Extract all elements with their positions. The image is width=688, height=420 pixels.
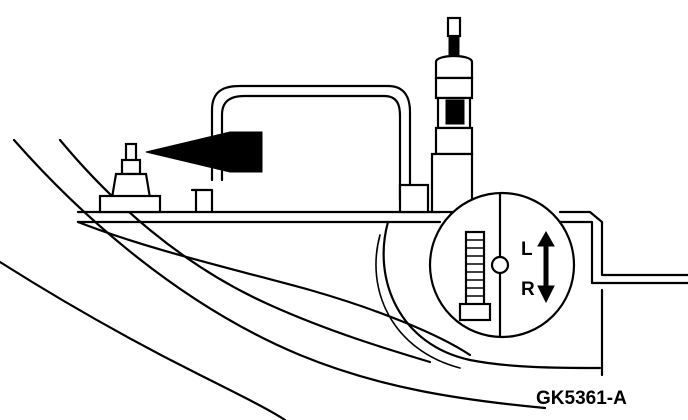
gauge-screw-threads (465, 239, 485, 297)
handle-loop-outer (210, 84, 412, 202)
direction-right-label: R (521, 279, 535, 300)
figure-code: GK5361-A (536, 388, 627, 409)
alignment-gauge: L R (428, 191, 576, 339)
gauge-screw-body (464, 230, 486, 312)
handle-loop-inner (220, 94, 402, 202)
outer-contour-line (12, 138, 547, 410)
adjuster-threaded-tip (448, 35, 460, 59)
handle-base (190, 183, 430, 214)
bottom-contour-line (0, 260, 287, 420)
arrow-down-icon (537, 285, 555, 304)
housing-curve (382, 220, 602, 370)
lower-contour-line (76, 220, 472, 357)
rail-right-bracket (558, 210, 688, 277)
rail-right-bracket-inner (558, 220, 688, 285)
adjuster-tool (430, 16, 474, 214)
mounting-post (98, 142, 162, 214)
arrow-shaft (543, 245, 549, 287)
adjuster-knurl (445, 99, 465, 125)
direction-left-label: L (521, 239, 533, 260)
left-pointing-arrow-icon (145, 131, 263, 173)
frame-rail (76, 210, 688, 377)
housing-curve-inner (375, 234, 461, 369)
right-handle-block (398, 183, 430, 214)
body-contour-lines (0, 138, 547, 420)
inner-contour-line (58, 138, 432, 364)
gauge-pivot (490, 255, 510, 275)
gauge-screw-head (458, 302, 492, 322)
